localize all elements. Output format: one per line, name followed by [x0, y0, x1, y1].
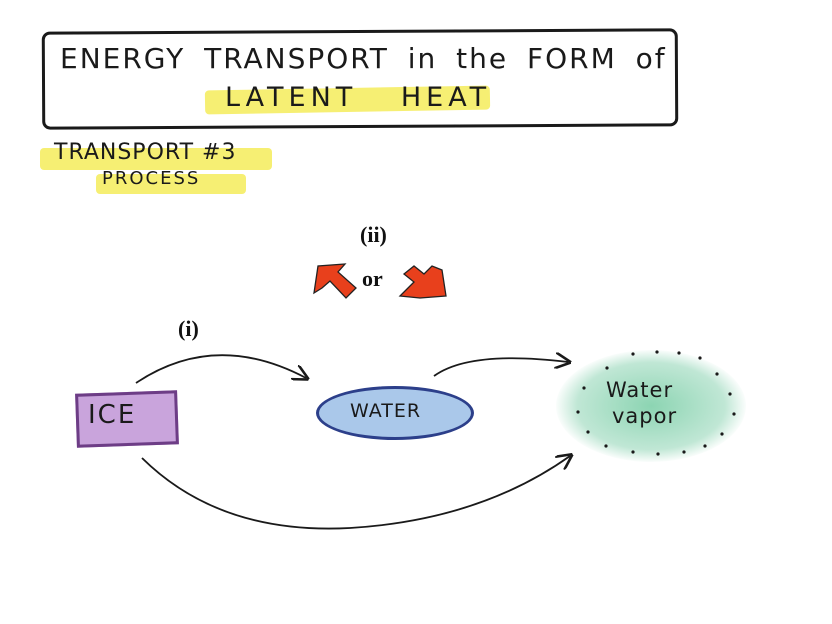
- process-highlight-1: [40, 148, 272, 170]
- water-vapor-cloud: [556, 350, 746, 462]
- vapor-dots: [576, 350, 736, 456]
- energy-arrow-up-left-icon: [313, 263, 357, 299]
- ice-label: ICE: [88, 400, 137, 430]
- arrow-water-to-vapor: [433, 358, 568, 377]
- title-line1: ENERGY TRANSPORT in the FORM of: [60, 42, 667, 75]
- process-line2: PROCESS: [102, 168, 201, 189]
- water-oval: [316, 386, 474, 440]
- energy-arrow-down-right-icon: [398, 265, 447, 299]
- vapor-label-line2: vapor: [612, 404, 678, 428]
- vapor-label-line1: Water: [606, 378, 674, 402]
- water-label: WATER: [350, 400, 422, 422]
- title-line2: LATENT HEAT: [225, 82, 492, 113]
- process-highlight-2: [96, 174, 246, 194]
- arrow-ice-to-vapor: [141, 456, 570, 530]
- label-i: (i): [178, 316, 199, 341]
- label-or: or: [362, 266, 383, 291]
- label-ii: (ii): [360, 222, 387, 247]
- arrow-ice-to-water: [135, 354, 306, 384]
- process-label-group: TRANSPORT #3 PROCESS: [40, 140, 280, 200]
- title-line2-group: LATENT HEAT: [204, 80, 495, 120]
- process-line1: TRANSPORT #3: [54, 140, 237, 165]
